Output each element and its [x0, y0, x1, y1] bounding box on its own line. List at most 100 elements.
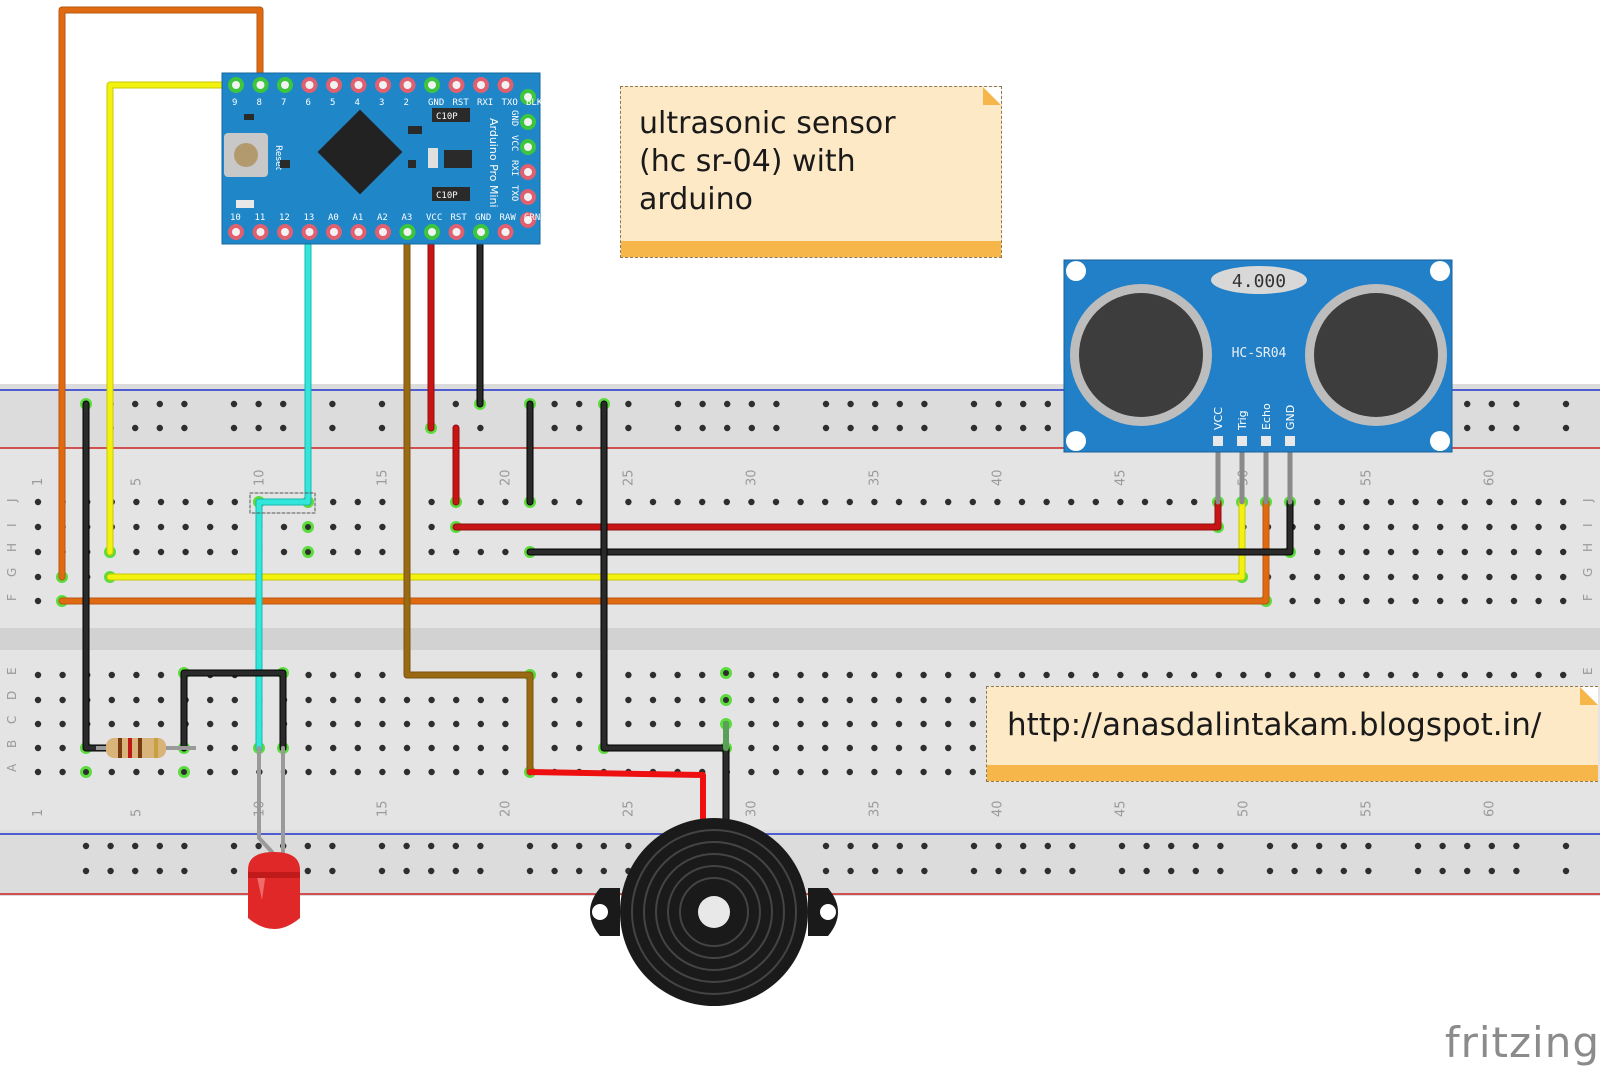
column-number: 25	[621, 800, 636, 817]
svg-text:C10P: C10P	[436, 112, 458, 122]
column-number: 55	[1359, 469, 1374, 486]
wire-red-buzzer	[527, 769, 706, 825]
sensor-pin-label: Echo	[1260, 403, 1273, 430]
sensor-pins: VCC Trig Echo GND	[1212, 403, 1297, 446]
row-letter: A	[5, 763, 19, 772]
column-number: 5	[129, 809, 144, 817]
title-note-text: ultrasonic sensor (hc sr-04) with arduin…	[639, 106, 896, 217]
url-note-text: http://anasdalintakam.blogspot.in/	[1007, 707, 1542, 743]
column-number: 30	[744, 800, 759, 817]
arduino-pins: GND VCC RXI TXO	[228, 77, 536, 240]
url-note: http://anasdalintakam.blogspot.in/	[986, 686, 1598, 782]
pin-label: 2	[404, 98, 409, 108]
row-letter: I	[5, 523, 19, 527]
pin-label: VCC	[426, 213, 442, 223]
column-number: 20	[498, 469, 513, 486]
pin-label: 8	[257, 98, 262, 108]
pin-label: 11	[255, 213, 266, 223]
column-number: 40	[990, 469, 1005, 486]
column-number: 40	[990, 800, 1005, 817]
row-letter: E	[5, 667, 19, 675]
sensor-model: HC-SR04	[1232, 346, 1287, 361]
pin-label: GND	[509, 110, 519, 126]
pin-label: A0	[328, 213, 339, 223]
pin-label: A2	[377, 213, 388, 223]
pin-label: 10	[230, 213, 241, 223]
pin-label: A3	[402, 213, 413, 223]
pin-label: TXO	[502, 98, 518, 108]
column-number: 20	[498, 800, 513, 817]
row-letter: E	[1581, 667, 1595, 675]
column-number: 60	[1482, 800, 1497, 817]
column-number: 15	[375, 469, 390, 486]
pin-label: RXI	[477, 98, 493, 108]
row-letter: G	[1581, 568, 1595, 577]
pin-label: 6	[306, 98, 311, 108]
row-letter: J	[5, 498, 19, 503]
svg-text:4.000: 4.000	[1232, 271, 1286, 292]
pin-label: VCC	[509, 135, 519, 151]
piezo-buzzer	[590, 818, 838, 1006]
pin-label: TXO	[509, 185, 519, 201]
sensor-pin-label: GND	[1284, 405, 1297, 430]
pin-label: RXI	[509, 160, 519, 176]
column-number: 30	[744, 469, 759, 486]
row-letter: J	[1581, 498, 1595, 503]
row-letter: F	[5, 594, 19, 601]
red-led	[248, 852, 300, 929]
row-letter: F	[1581, 594, 1595, 601]
column-number: 10	[252, 469, 267, 486]
column-number: 60	[1482, 469, 1497, 486]
pin-label: 12	[279, 213, 290, 223]
pin-label: RST	[451, 213, 468, 223]
column-number: 5	[129, 478, 144, 486]
mcu-chip	[317, 109, 403, 195]
resistor	[96, 738, 196, 758]
pin-label: 13	[304, 213, 315, 223]
crystal	[1211, 266, 1307, 294]
sensor-pin	[1237, 436, 1247, 446]
row-letter: C	[5, 716, 19, 724]
sensor-pin-label: VCC	[1212, 407, 1225, 430]
pin-label: 7	[281, 98, 286, 108]
column-number: 55	[1359, 800, 1374, 817]
row-letter: D	[5, 691, 19, 700]
sensor-pin	[1261, 436, 1271, 446]
column-number: 50	[1236, 800, 1251, 817]
svg-text:C10P: C10P	[436, 191, 458, 201]
column-number: 45	[1113, 800, 1128, 817]
sensor-pin	[1213, 436, 1223, 446]
row-letter: H	[1581, 543, 1595, 552]
pin-label: GND	[428, 98, 444, 108]
pin-label: GRN	[524, 213, 540, 223]
board-label: Arduino Pro Mini	[487, 118, 500, 208]
pin-label: BLK	[526, 98, 543, 108]
pin-label: 4	[355, 98, 360, 108]
fritzing-logo: fritzing	[1444, 1018, 1600, 1067]
pin-label: 9	[232, 98, 237, 108]
column-number: 35	[867, 800, 882, 817]
column-number: 35	[867, 469, 882, 486]
pin-label: RST	[453, 98, 470, 108]
sensor-pin	[1285, 436, 1295, 446]
column-number: 15	[375, 800, 390, 817]
column-number: 1	[31, 809, 46, 817]
row-letter: B	[5, 740, 19, 748]
hc-sr04-sensor: 4.000 HC-SR04 VCC Trig Echo GND	[1063, 259, 1453, 453]
column-number: 25	[621, 469, 636, 486]
pin-label: 5	[330, 98, 335, 108]
pin-label: RAW	[500, 213, 517, 223]
sensor-pin-label: Trig	[1236, 410, 1249, 431]
row-letter: H	[5, 543, 19, 552]
pin-label: 3	[379, 98, 384, 108]
row-letter: G	[5, 568, 19, 577]
pin-label: GND	[475, 213, 491, 223]
title-note: ultrasonic sensor (hc sr-04) with arduin…	[620, 86, 1002, 258]
reset-label: Reset	[273, 145, 283, 171]
column-number: 45	[1113, 469, 1128, 486]
